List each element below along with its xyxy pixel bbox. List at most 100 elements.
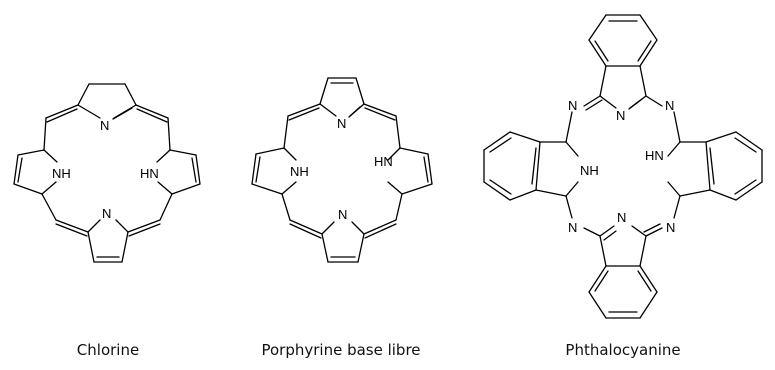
bond bbox=[77, 104, 101, 119]
bond bbox=[127, 219, 161, 233]
bond bbox=[156, 149, 171, 163]
bond bbox=[395, 193, 403, 221]
bond bbox=[489, 137, 512, 153]
bond bbox=[637, 40, 652, 62]
bond bbox=[599, 225, 615, 237]
bond bbox=[599, 65, 607, 97]
bond bbox=[87, 231, 95, 263]
atom-label-n: N bbox=[337, 116, 346, 131]
bond bbox=[583, 227, 601, 237]
bond bbox=[631, 225, 647, 237]
bond bbox=[55, 219, 89, 233]
bond bbox=[734, 137, 757, 153]
bond bbox=[171, 183, 201, 195]
bond bbox=[363, 219, 397, 235]
bond bbox=[565, 141, 579, 157]
atom-label-n-top-pyrrole: N bbox=[616, 108, 625, 123]
bond bbox=[17, 157, 23, 183]
bond bbox=[41, 181, 57, 195]
bond bbox=[735, 131, 763, 151]
bond bbox=[159, 193, 173, 221]
bond bbox=[115, 219, 129, 233]
atom-label-hn: HN bbox=[140, 166, 159, 181]
atom-label-n: N bbox=[100, 118, 109, 133]
bond bbox=[395, 115, 401, 149]
bond bbox=[588, 265, 607, 293]
bond bbox=[679, 189, 711, 197]
bond bbox=[251, 183, 283, 195]
bond bbox=[319, 77, 329, 105]
atom-label-hn: HN bbox=[374, 154, 393, 169]
bond bbox=[588, 39, 607, 67]
bond bbox=[289, 223, 322, 239]
bond bbox=[281, 181, 297, 195]
bond bbox=[427, 153, 433, 185]
bond bbox=[364, 107, 396, 121]
bond bbox=[255, 147, 285, 155]
bond bbox=[43, 149, 58, 163]
bond bbox=[483, 131, 511, 151]
bond bbox=[585, 99, 603, 111]
bond bbox=[489, 179, 512, 195]
atom-label-nh: NH bbox=[290, 164, 309, 179]
atom-label-n: N bbox=[102, 206, 111, 221]
bond bbox=[423, 156, 429, 183]
bond bbox=[43, 117, 47, 151]
bond bbox=[363, 103, 397, 117]
bond bbox=[399, 147, 429, 155]
bond bbox=[705, 141, 711, 191]
bond bbox=[348, 106, 361, 118]
bond bbox=[387, 147, 401, 161]
bond bbox=[565, 111, 573, 143]
bond bbox=[46, 108, 78, 123]
bond bbox=[603, 230, 617, 241]
bond bbox=[667, 141, 681, 157]
bond bbox=[288, 107, 320, 121]
bond bbox=[734, 179, 757, 195]
bond bbox=[594, 40, 609, 62]
bond bbox=[599, 95, 617, 109]
atom-label-n-bottom-pyrrole: N bbox=[617, 210, 626, 225]
bond bbox=[121, 231, 129, 263]
bond bbox=[705, 131, 737, 143]
bond bbox=[673, 195, 681, 219]
bond bbox=[321, 221, 335, 235]
chlorine-structure: N NH HN N bbox=[13, 83, 201, 263]
bond bbox=[387, 181, 403, 195]
bond bbox=[283, 147, 297, 161]
caption-porphyrine: Porphyrine base libre bbox=[261, 341, 421, 359]
bond bbox=[283, 115, 289, 149]
bond bbox=[355, 77, 365, 105]
bond bbox=[357, 233, 365, 263]
bond bbox=[255, 156, 261, 183]
bond bbox=[709, 147, 715, 185]
bond bbox=[77, 83, 90, 106]
bond bbox=[287, 103, 321, 117]
bond bbox=[709, 189, 737, 201]
bond bbox=[136, 108, 168, 123]
bond bbox=[351, 221, 365, 235]
atom-label-n: N bbox=[338, 207, 347, 222]
bond bbox=[628, 98, 643, 110]
bond bbox=[112, 107, 133, 120]
caption-phthalocyanine: Phthalocyanine bbox=[565, 341, 681, 359]
bond bbox=[319, 103, 337, 117]
bond bbox=[195, 154, 201, 185]
bond bbox=[401, 183, 433, 195]
bond bbox=[483, 181, 511, 201]
bond bbox=[128, 223, 161, 237]
bond bbox=[645, 95, 663, 107]
bond bbox=[639, 235, 647, 267]
bond bbox=[735, 181, 763, 201]
bond bbox=[565, 181, 579, 197]
bond bbox=[157, 181, 173, 195]
bond bbox=[124, 83, 137, 106]
caption-chlorine: Chlorine bbox=[76, 341, 140, 359]
bond bbox=[17, 149, 45, 156]
bond bbox=[55, 223, 88, 237]
bond bbox=[588, 291, 607, 319]
bond bbox=[169, 149, 197, 156]
porphyrine-structure: N NH HN N bbox=[251, 77, 433, 263]
bond bbox=[251, 153, 257, 185]
